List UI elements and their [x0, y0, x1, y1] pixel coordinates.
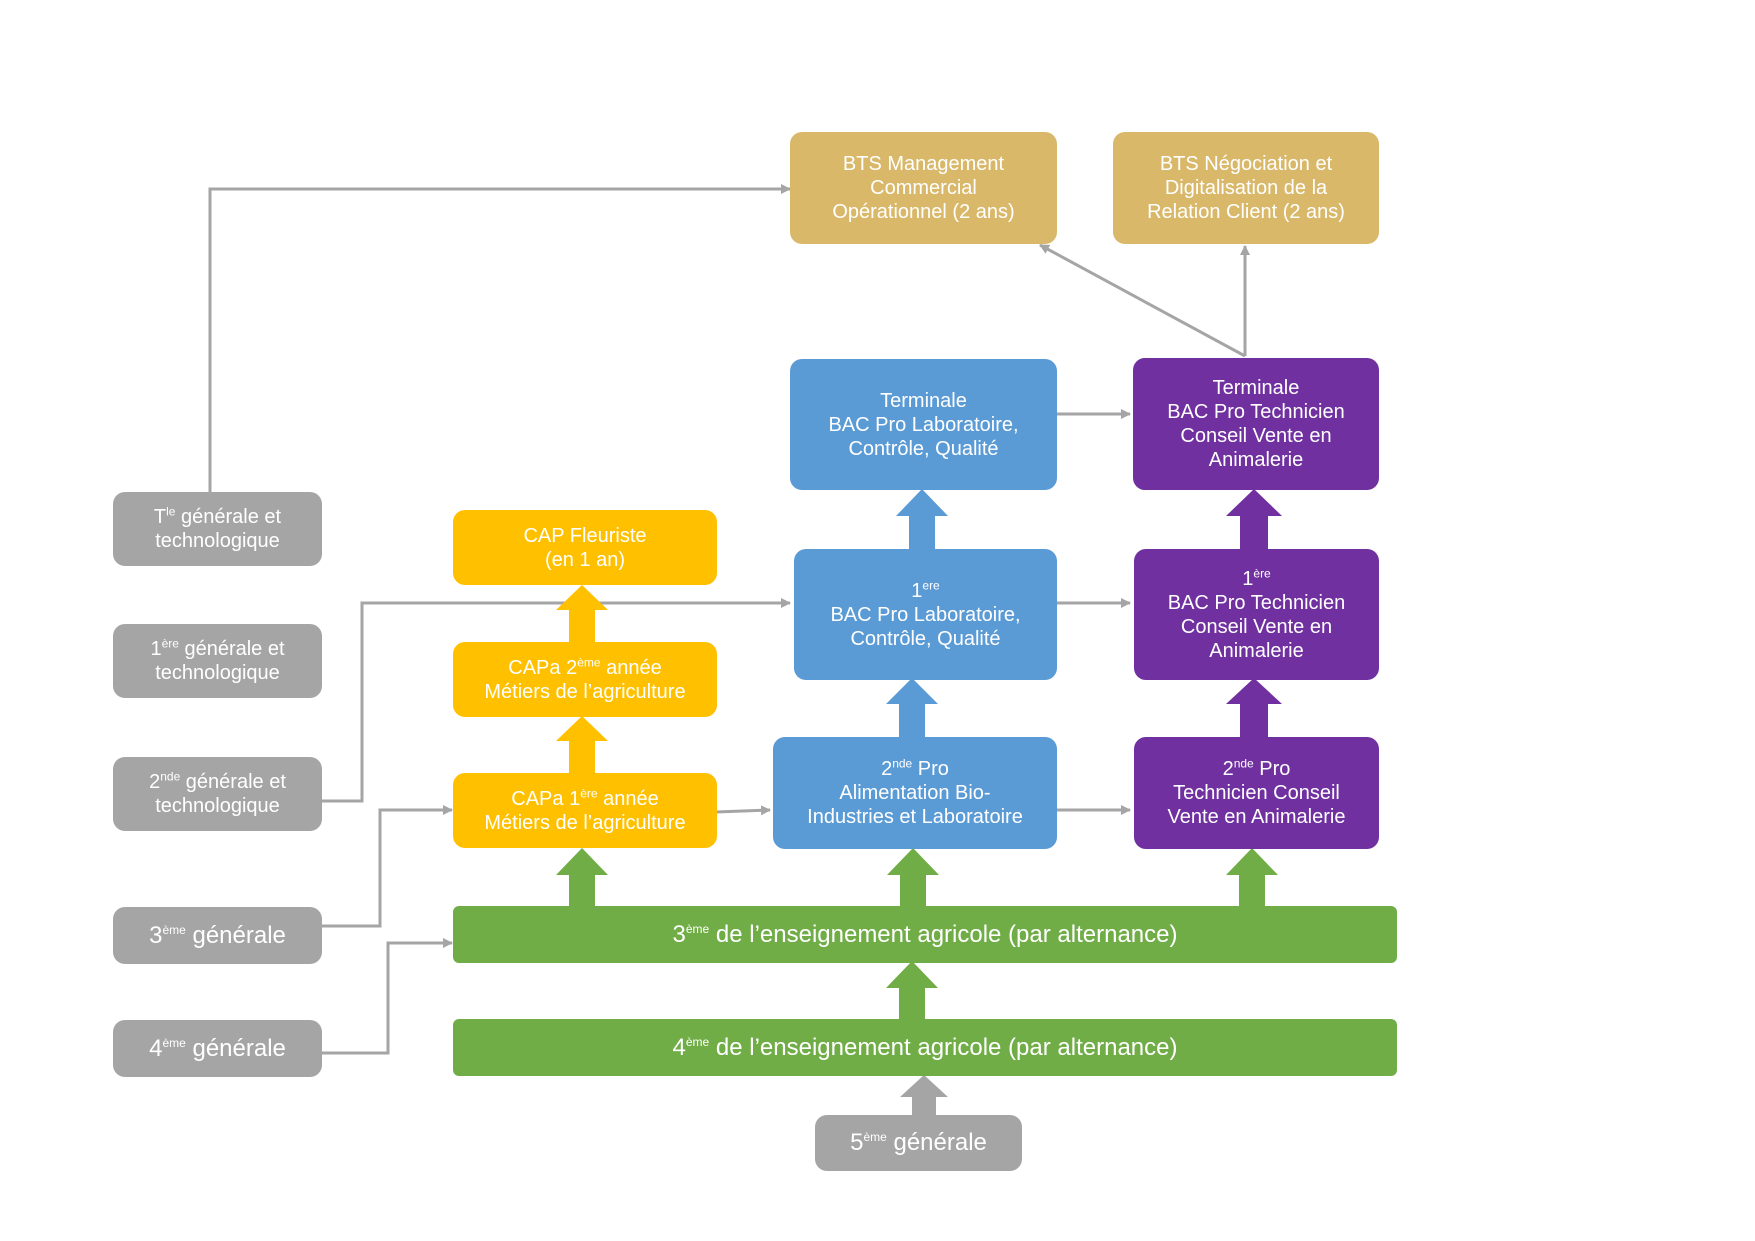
box-line: Opérationnel (2 ans) [832, 201, 1015, 223]
box-line: BAC Pro Laboratoire, [828, 413, 1019, 436]
box-line: 4ème générale [149, 1034, 286, 1062]
box-line: Animalerie [1208, 449, 1304, 471]
green-up-arrow-icon [556, 848, 608, 906]
box-line: 1ere [911, 577, 940, 602]
box-line: technologique [155, 530, 280, 552]
blue-up-arrow-icon [896, 489, 948, 549]
box-seconde-pro-alimentation: 2nde Pro Alimentation Bio- Industries et… [773, 737, 1057, 849]
box-line: Métiers de l’agriculture [484, 680, 686, 703]
box-line: CAP Fleuriste [523, 524, 647, 547]
box-terminale-bac-pro-labo: Terminale BAC Pro Laboratoire, Contrôle,… [790, 359, 1057, 490]
box-line: Commercial [870, 177, 977, 199]
box-troisieme-generale: 3ème générale [113, 907, 322, 964]
box-line: Tle générale et [153, 504, 282, 528]
box-line: 1ère générale et [150, 636, 285, 660]
box-line: Terminale [1212, 377, 1300, 399]
connector-terminale-to-bts-mco [208, 184, 791, 492]
box-line: Technicien Conseil [1173, 782, 1340, 804]
box-seconde-pro-animalerie: 2nde Pro Technicien Conseil Vente en Ani… [1134, 737, 1379, 849]
yellow-up-arrow-icon [556, 585, 608, 642]
box-seconde-generale: 2nde générale et technologique [113, 757, 322, 831]
box-line: BAC Pro Technicien [1167, 401, 1345, 423]
connector-quatrieme-to-green3 [322, 938, 453, 1055]
green-up-arrow-icon [887, 848, 939, 906]
box-line: Relation Client (2 ans) [1147, 201, 1345, 223]
connector-troisieme-to-capa1 [322, 805, 453, 928]
box-line: BTS Management [842, 153, 1005, 175]
box-line: Contrôle, Qualité [850, 627, 1001, 650]
box-cinquieme-generale: 5ème générale [815, 1115, 1022, 1171]
box-line: BAC Pro Technicien [1167, 591, 1346, 614]
box-line: BAC Pro Laboratoire, [830, 603, 1021, 626]
box-capa-2eme-annee: CAPa 2ème année Métiers de l’agriculture [453, 642, 717, 717]
box-bts-management-commercial: BTS Management Commercial Opérationnel (… [790, 132, 1057, 244]
box-line: 4ème de l’enseignement agricole (par alt… [672, 1033, 1178, 1061]
box-cap-fleuriste: CAP Fleuriste (en 1 an) [453, 510, 717, 585]
box-line: Industries et Laboratoire [807, 806, 1023, 828]
gray-up-arrow-icon [900, 1075, 948, 1115]
connector-terminale-purple-to-bts-mco [1039, 243, 1246, 358]
purple-up-arrow-icon [1226, 489, 1282, 549]
green-up-arrow-icon [1226, 848, 1278, 906]
green-up-arrow-icon [886, 961, 938, 1019]
box-line: Vente en Animalerie [1167, 806, 1346, 828]
box-line: (en 1 an) [544, 548, 626, 571]
box-terminale-generale: Tle générale et technologique [113, 492, 322, 566]
box-line: BTS Négociation et [1159, 153, 1333, 175]
box-premiere-bac-pro-animalerie: 1ère BAC Pro Technicien Conseil Vente en… [1134, 549, 1379, 680]
box-line: Alimentation Bio- [839, 782, 991, 804]
box-line: 2nde Pro [1222, 756, 1291, 780]
box-line: Conseil Vente en [1180, 615, 1333, 638]
box-line: Animalerie [1209, 639, 1304, 662]
connector-capa1-to-seconde-pro-blue [715, 805, 771, 816]
box-line: 2nde Pro [881, 756, 949, 780]
box-premiere-generale: 1ère générale et technologique [113, 624, 322, 698]
box-bts-negociation-digitalisation: BTS Négociation et Digitalisation de la … [1113, 132, 1379, 244]
yellow-up-arrow-icon [556, 716, 608, 773]
box-quatrieme-agricole: 4ème de l’enseignement agricole (par alt… [453, 1019, 1397, 1076]
box-line: 2nde générale et [149, 769, 286, 793]
box-line: CAPa 2ème année [508, 654, 662, 679]
box-line: 3ème générale [149, 921, 286, 949]
box-line: technologique [155, 795, 280, 817]
blue-up-arrow-icon [886, 678, 938, 737]
box-line: CAPa 1ère année [511, 785, 659, 810]
box-capa-1ere-annee: CAPa 1ère année Métiers de l’agriculture [453, 773, 717, 848]
box-line: Métiers de l’agriculture [484, 811, 686, 834]
box-line: Digitalisation de la [1164, 177, 1328, 199]
box-line: Conseil Vente en [1180, 425, 1332, 447]
box-line: Contrôle, Qualité [848, 437, 999, 460]
box-terminale-bac-pro-animalerie: Terminale BAC Pro Technicien Conseil Ven… [1133, 358, 1379, 490]
box-line: 5ème générale [850, 1129, 987, 1156]
box-line: 3ème de l’enseignement agricole (par alt… [672, 920, 1178, 948]
box-line: Terminale [880, 389, 967, 412]
box-line: technologique [155, 662, 280, 684]
purple-up-arrow-icon [1226, 678, 1282, 737]
box-premiere-bac-pro-labo: 1ere BAC Pro Laboratoire, Contrôle, Qual… [794, 549, 1057, 680]
box-quatrieme-generale: 4ème générale [113, 1020, 322, 1077]
box-troisieme-agricole: 3ème de l’enseignement agricole (par alt… [453, 906, 1397, 963]
box-line: 1ère [1242, 565, 1271, 590]
